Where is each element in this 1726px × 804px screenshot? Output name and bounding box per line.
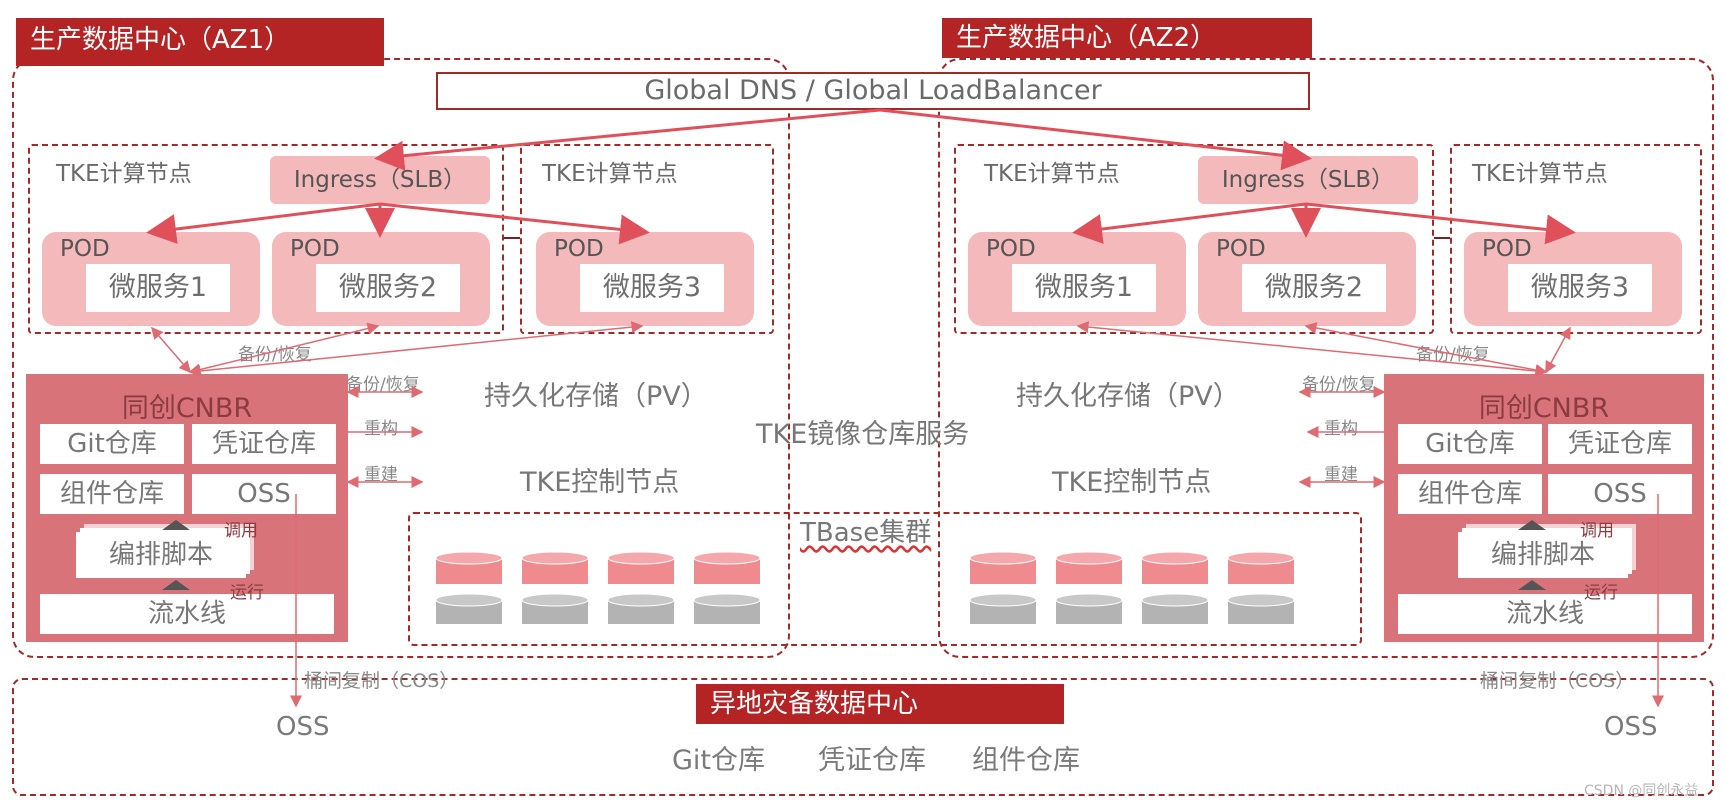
pod-label: POD xyxy=(60,236,110,262)
az1-pod-2: POD 微服务2 xyxy=(272,232,490,326)
orchestration-script: 编排脚本 xyxy=(76,532,246,578)
az2-pod2-backup-arrow xyxy=(1304,322,1548,376)
az1-compute-node-left-label: TKE计算节点 xyxy=(56,161,192,187)
az2-control-node: TKE控制节点 xyxy=(1052,467,1212,498)
call-label: 调用 xyxy=(224,521,258,541)
image-registry-service: TKE镜像仓库服务 xyxy=(756,419,970,450)
pod-label: POD xyxy=(1216,236,1266,262)
az1-pod-3: POD 微服务3 xyxy=(536,232,754,326)
az2-compute-node-left-label: TKE计算节点 xyxy=(984,161,1120,187)
microservice-1: 微服务1 xyxy=(1012,264,1156,312)
az1-bucket-copy-label: 桶间复制（COS） xyxy=(304,670,459,692)
microservice-3: 微服务3 xyxy=(1508,264,1652,312)
az2-compute-node-right xyxy=(1450,144,1702,334)
az2-zone xyxy=(938,58,1714,658)
az1-pod1-backup-arrow xyxy=(151,326,191,374)
dns-to-az2-ingress-arrow xyxy=(879,108,1312,171)
pod-label: POD xyxy=(1482,236,1532,262)
dns-to-az1-ingress-arrow xyxy=(374,108,881,171)
microservice-2: 微服务2 xyxy=(316,264,460,312)
az1-compute-node-right xyxy=(520,144,774,334)
credential-repo: 凭证仓库 xyxy=(192,424,336,464)
pod-label: POD xyxy=(986,236,1036,262)
database-icon xyxy=(521,551,589,624)
pipeline: 流水线 xyxy=(1398,594,1692,634)
run-arrow-icon xyxy=(162,580,190,590)
az1-pod2-backup-arrow xyxy=(188,322,380,376)
az1-pod-1: POD 微服务1 xyxy=(42,232,260,326)
az2-persistent-storage: 持久化存储（PV） xyxy=(1016,381,1240,412)
az2-title: 生产数据中心（AZ2） xyxy=(942,18,1312,58)
az2-compute-node-right-label: TKE计算节点 xyxy=(1472,161,1608,187)
az2-ingress-to-pod3-arrow xyxy=(1305,202,1576,245)
az1-oss-target: OSS xyxy=(276,712,330,742)
database-icon xyxy=(693,551,761,624)
tbase-cluster xyxy=(408,512,1362,646)
microservice-2: 微服务2 xyxy=(1242,264,1386,312)
orchestration-script: 编排脚本 xyxy=(1458,532,1628,578)
az1-pod3-backup-arrow xyxy=(188,321,644,377)
az2-cnbr: 同创CNBR Git仓库 凭证仓库 组件仓库 OSS 编排脚本 流水线 调用 运… xyxy=(1384,374,1704,642)
az1-zone xyxy=(12,58,790,658)
watermark: CSDN @同创永益 xyxy=(1584,783,1699,799)
az2-ingress-to-pod1-arrow xyxy=(1072,202,1307,244)
tbase-cluster-label: TBase集群 xyxy=(800,518,932,548)
dr-component-repo: 组件仓库 xyxy=(972,745,1080,776)
microservice-3: 微服务3 xyxy=(580,264,724,312)
database-icon xyxy=(1055,551,1123,624)
dr-git-repo: Git仓库 xyxy=(672,745,766,776)
az2-pod3-backup-arrow xyxy=(1545,326,1571,374)
az2-pod-1: POD 微服务1 xyxy=(968,232,1186,326)
run-arrow-icon xyxy=(1518,580,1546,590)
az1-database-icons xyxy=(435,551,761,624)
database-icon xyxy=(607,551,675,624)
component-repo: 组件仓库 xyxy=(1398,474,1542,514)
dr-credential-repo: 凭证仓库 xyxy=(818,745,926,776)
oss-storage: OSS xyxy=(192,474,336,514)
cnbr-title: 同创CNBR xyxy=(121,393,253,424)
dr-zone xyxy=(12,678,1714,796)
database-icon xyxy=(1227,551,1295,624)
az2-database-icons xyxy=(969,551,1295,624)
run-label: 运行 xyxy=(230,583,264,603)
az1-ingress-to-pod3-arrow xyxy=(379,202,650,245)
microservice-1: 微服务1 xyxy=(86,264,230,312)
az1-control-node: TKE控制节点 xyxy=(520,467,680,498)
az1-ingress-to-pod1-arrow xyxy=(146,202,381,244)
git-repo: Git仓库 xyxy=(40,424,184,464)
component-repo: 组件仓库 xyxy=(40,474,184,514)
cnbr-title: 同创CNBR xyxy=(1478,393,1610,424)
az2-pod-3: POD 微服务3 xyxy=(1464,232,1682,326)
az1-cnbr: 同创CNBR Git仓库 凭证仓库 组件仓库 OSS 编排脚本 流水线 调用 运… xyxy=(26,374,348,642)
pod-label: POD xyxy=(554,236,604,262)
database-icon xyxy=(435,551,503,624)
oss-storage: OSS xyxy=(1548,474,1692,514)
pod-label: POD xyxy=(290,236,340,262)
credential-repo: 凭证仓库 xyxy=(1548,424,1692,464)
az2-refactor-label: 重构 xyxy=(1324,419,1358,439)
az2-bucket-copy-label: 桶间复制（COS） xyxy=(1480,670,1635,692)
az2-oss-target: OSS xyxy=(1604,712,1658,742)
az1-refactor-label: 重构 xyxy=(364,419,398,439)
database-icon xyxy=(1141,551,1209,624)
az1-compute-node-right-label: TKE计算节点 xyxy=(542,161,678,187)
call-arrow-icon xyxy=(1518,520,1546,530)
az2-pod-2: POD 微服务2 xyxy=(1198,232,1416,326)
az1-persistent-storage: 持久化存储（PV） xyxy=(484,381,708,412)
az1-title: 生产数据中心（AZ1） xyxy=(16,18,384,66)
az2-pod1-backup-arrow xyxy=(1076,321,1548,377)
git-repo: Git仓库 xyxy=(1398,424,1542,464)
call-label: 调用 xyxy=(1580,521,1614,541)
run-label: 运行 xyxy=(1584,583,1618,603)
global-dns-box: Global DNS / Global LoadBalancer xyxy=(436,72,1310,110)
dr-title: 异地灾备数据中心 xyxy=(696,684,1064,724)
call-arrow-icon xyxy=(162,520,190,530)
database-icon xyxy=(969,551,1037,624)
pipeline: 流水线 xyxy=(40,594,334,634)
